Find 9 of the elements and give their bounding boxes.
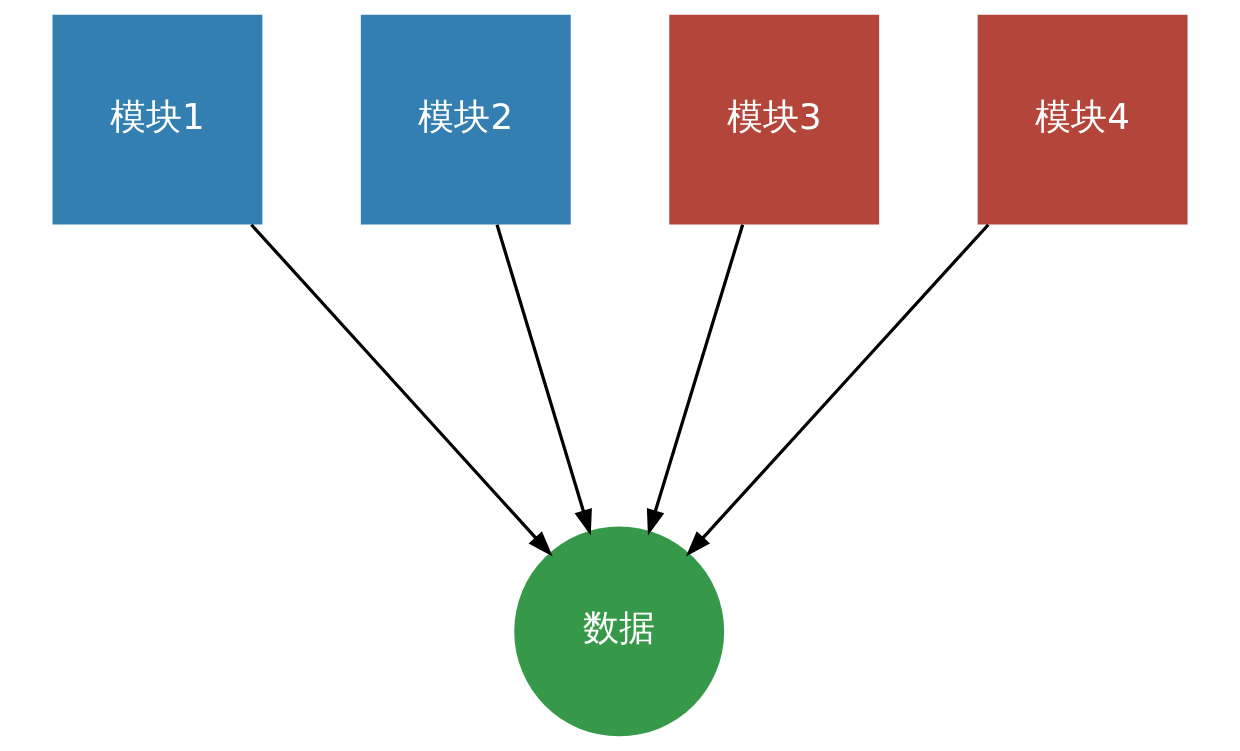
- arrow: [646, 224, 745, 536]
- node-box: 模块3: [669, 14, 880, 225]
- arrow: [250, 223, 553, 557]
- arrow: [685, 223, 990, 557]
- node-box: 模块2: [360, 14, 571, 225]
- arrow: [495, 224, 592, 536]
- node-box: 模块4: [977, 14, 1188, 225]
- node-circle: 数据: [514, 526, 725, 737]
- node-box: 模块1: [52, 14, 263, 225]
